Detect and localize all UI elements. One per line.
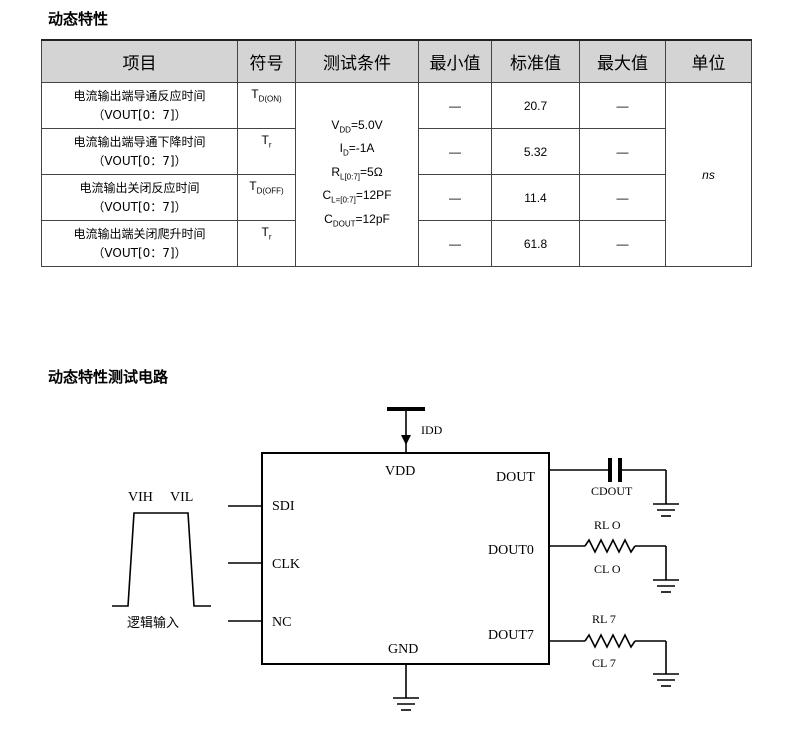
section-title-dynamic-characteristics: 动态特性 — [48, 10, 109, 28]
sdi-pin-label: SDI — [272, 499, 295, 514]
dout0-pin-label: DOUT0 — [488, 543, 534, 558]
capacitor-icon — [549, 458, 667, 504]
gnd-pin-label: GND — [388, 642, 418, 657]
col-header-max: 最大值 — [579, 39, 666, 83]
item-cell: 电流输出端导通下降时间 （VOUT[0：7]） — [41, 128, 238, 175]
typ-cell: 20.7 — [491, 82, 580, 129]
symbol-cell: Tr — [237, 128, 296, 175]
rl7-label: RL 7 — [592, 612, 616, 626]
ground-icon — [393, 664, 419, 711]
ground-icon — [653, 673, 679, 687]
dout-pin-label: DOUT — [496, 470, 535, 485]
max-cell: — — [579, 174, 666, 221]
condition-line: VDD=5.0V — [331, 118, 383, 135]
symbol-text: T — [249, 179, 257, 193]
condition-line: CL=[0:7]=12PF — [322, 188, 392, 205]
col-header-typ: 标准值 — [491, 39, 580, 83]
symbol-text: T — [251, 87, 259, 101]
max-cell: — — [579, 82, 666, 129]
resistor-icon — [549, 633, 667, 674]
dynamic-characteristics-table: 项目 符号 测试条件 最小值 标准值 最大值 单位 电流输出端导通反应时间 （VO… — [41, 39, 752, 267]
min-cell: — — [418, 174, 492, 221]
dout7-pin-label: DOUT7 — [488, 628, 534, 643]
table-row: 电流输出端关闭爬升时间 （VOUT[0：7]） Tr — 61.8 — — [41, 220, 752, 267]
table-row: 电流输出关闭反应时间 （VOUT[0：7]） TD(OFF) — 11.4 — — [41, 174, 752, 221]
symbol-sub: D(ON) — [258, 94, 282, 104]
nc-pin-label: NC — [272, 615, 291, 630]
vdd-pin-label: VDD — [385, 464, 415, 479]
cl7-label: CL 7 — [592, 656, 616, 670]
item-subtext: （VOUT[0：7]） — [92, 153, 187, 168]
vih-label: VIH — [128, 490, 153, 505]
col-header-symbol: 符号 — [237, 39, 296, 83]
conditions-cell: VDD=5.0V ID=-1A RL[0:7]=5Ω CL=[0:7]=12PF… — [295, 82, 419, 267]
vil-label: VIL — [170, 490, 193, 505]
table-row: 电流输出端导通反应时间（VOUT[0：7]） TD(ON) VDD=5.0V I… — [41, 82, 752, 267]
ground-icon — [653, 503, 679, 517]
cdout-label: CDOUT — [591, 484, 633, 498]
test-circuit-diagram: IDD VDD GND SDI CLK NC VIH VIL 逻辑输入 DOUT… — [112, 407, 679, 711]
min-cell: — — [418, 220, 492, 267]
col-header-condition: 测试条件 — [295, 39, 419, 83]
item-cell: 电流输出端关闭爬升时间 （VOUT[0：7]） — [41, 220, 238, 267]
min-cell: — — [418, 82, 492, 129]
table-header-row: 项目 符号 测试条件 最小值 标准值 最大值 单位 — [41, 39, 752, 83]
symbol-cell: Tr — [237, 220, 296, 267]
table-row: 电流输出端导通下降时间 （VOUT[0：7]） Tr — 5.32 — — [41, 128, 752, 175]
col-header-min: 最小值 — [418, 39, 492, 83]
resistor-icon — [549, 538, 667, 580]
unit-cell: ns — [665, 82, 752, 267]
symbol-sub: r — [268, 140, 272, 150]
typ-cell: 11.4 — [491, 174, 580, 221]
cl0-label: CL O — [594, 562, 621, 576]
symbol-cell: TD(ON) — [237, 82, 296, 129]
condition-line: RL[0:7]=5Ω — [331, 164, 383, 182]
symbol-text: T — [261, 133, 269, 147]
item-cell: 电流输出端导通反应时间 （VOUT[0：7]） — [41, 82, 238, 129]
rl0-label: RL O — [594, 518, 621, 532]
ground-icon — [653, 579, 679, 593]
typ-cell: 5.32 — [491, 128, 580, 175]
symbol-sub: r — [268, 232, 272, 242]
condition-line: CDOUT=12pF — [324, 211, 390, 228]
item-text: 电流输出端导通反应时间 — [73, 88, 206, 103]
item-cell: 电流输出关闭反应时间 （VOUT[0：7]） — [41, 174, 238, 221]
idd-label: IDD — [421, 423, 443, 437]
item-subtext: （VOUT[0：7]） — [92, 107, 187, 122]
col-header-item: 项目 — [41, 39, 238, 83]
item-text: 电流输出端导通下降时间 — [73, 134, 206, 149]
input-pulse-waveform — [112, 512, 211, 607]
condition-line: ID=-1A — [339, 141, 375, 158]
item-subtext: （VOUT[0：7]） — [92, 199, 187, 214]
max-cell: — — [579, 128, 666, 175]
max-cell: — — [579, 220, 666, 267]
symbol-text: T — [261, 225, 269, 239]
clk-pin-label: CLK — [272, 557, 300, 572]
logic-input-label: 逻辑输入 — [127, 615, 179, 631]
typ-cell: 61.8 — [491, 220, 580, 267]
item-text: 电流输出端关闭爬升时间 — [73, 226, 206, 241]
item-text: 电流输出关闭反应时间 — [79, 180, 200, 195]
min-cell: — — [418, 128, 492, 175]
symbol-sub: D(OFF) — [256, 186, 284, 196]
idd-arrow-icon — [401, 435, 411, 445]
col-header-unit: 单位 — [665, 39, 752, 83]
symbol-cell: TD(OFF) — [237, 174, 296, 221]
item-subtext: （VOUT[0：7]） — [92, 245, 187, 260]
section-title-test-circuit: 动态特性测试电路 — [48, 368, 169, 386]
